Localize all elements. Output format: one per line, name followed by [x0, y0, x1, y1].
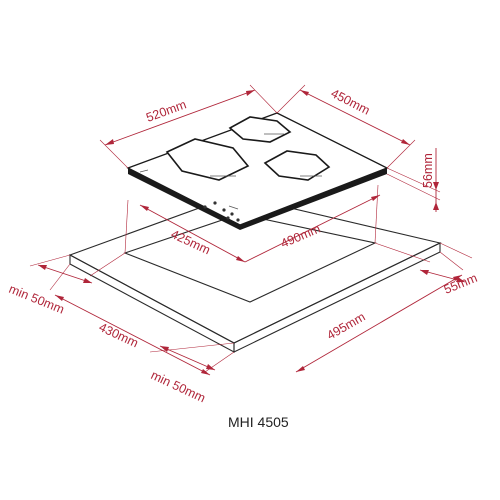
model-name: MHI 4505	[228, 414, 289, 430]
label-hob-width: 450mm	[329, 86, 372, 117]
label-cutout-depth: 425mm	[169, 227, 213, 257]
hob	[126, 112, 389, 230]
label-counter-width: 495mm	[325, 310, 368, 343]
dimension-hob-height: 56mm	[386, 148, 441, 212]
cutout-opening	[123, 213, 377, 303]
dimension-counter-depth: 430mm	[49, 263, 235, 376]
label-hob-height: 56mm	[421, 153, 435, 188]
control-panel	[203, 201, 240, 222]
burner-marks	[139, 133, 322, 177]
label-hob-depth: 520mm	[144, 97, 188, 124]
burner-right	[263, 150, 331, 181]
dimension-counter-width: 495mm	[295, 251, 464, 373]
dimension-clearance-front: min 50mm	[7, 252, 126, 317]
label-clearance-side: min 50mm	[149, 368, 208, 405]
label-clearance-front: min 50mm	[7, 282, 66, 317]
label-counter-depth: 430mm	[97, 320, 141, 350]
label-cutout-width: 490mm	[279, 222, 323, 251]
burner-top	[228, 116, 292, 143]
dimension-clearance-side: min 50mm	[149, 342, 235, 405]
burner-large	[165, 138, 250, 181]
label-edge-offset: 55mm	[442, 271, 479, 297]
dimension-edge-offset: 55mm	[374, 242, 479, 297]
